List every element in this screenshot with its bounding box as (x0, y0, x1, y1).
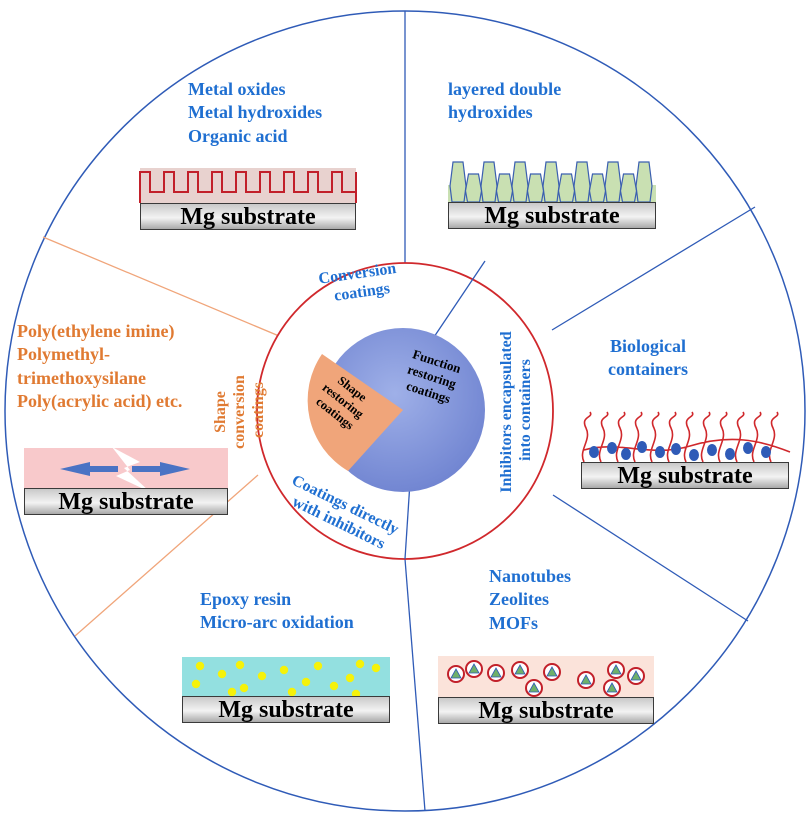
ring-divider-bottom (404, 481, 411, 560)
ring-divider-upper-right (433, 260, 486, 338)
arrow-left-icon (132, 462, 190, 476)
polymer-coating-graphic (24, 447, 228, 492)
substrate-bottom-right: Mg substrate (438, 697, 654, 724)
substrate-left: Mg substrate (24, 488, 228, 515)
shape-conversion-label: Shape conversion coatings (212, 371, 267, 449)
nanotubes-label: Nanotubes Zeolites MOFs (489, 566, 572, 633)
biological-containers-label: Biological containers (608, 336, 688, 380)
polymers-label: Poly(ethylene imine) Polymethyl- trimeth… (17, 321, 183, 412)
divider-upper-left (42, 236, 323, 355)
ldh-coating-graphic (448, 161, 656, 203)
metal-oxide-coating-graphic (139, 168, 357, 204)
center-shape-wedge (307, 354, 403, 471)
ldh-label: layered double hydroxides (448, 79, 562, 123)
epoxy-coating-graphic (182, 657, 390, 699)
inhibitors-containers-label: Inhibitors encapsulated into containers (498, 327, 534, 492)
metal-oxides-label: Metal oxides Metal hydroxides Organic ac… (188, 79, 323, 146)
divider-lower-right (552, 494, 749, 622)
substrate-top-right: Mg substrate (448, 202, 656, 229)
nanotube-coating-graphic (438, 656, 654, 698)
divider-bottom (404, 558, 426, 812)
divider-upper-right (551, 206, 756, 331)
substrate-top-left: Mg substrate (140, 203, 356, 230)
substrate-bottom-left: Mg substrate (182, 696, 390, 723)
epoxy-label: Epoxy resin Micro-arc oxidation (200, 589, 354, 633)
substrate-right: Mg substrate (581, 462, 789, 489)
lightning-icon (112, 447, 150, 492)
biological-coating-graphic (581, 411, 791, 463)
arrow-right-icon (60, 462, 118, 476)
